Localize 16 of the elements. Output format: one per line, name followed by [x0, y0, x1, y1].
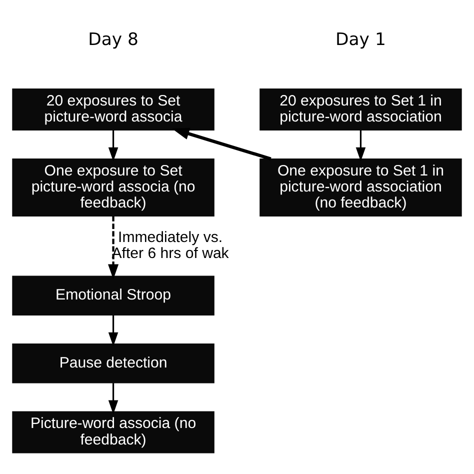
node-box: 20 exposures to Set picture-word associa — [12, 88, 214, 130]
arrow — [108, 216, 119, 280]
node-box: Emotional Stroop — [12, 276, 214, 316]
label: Day 8 — [88, 30, 138, 50]
arrow — [172, 128, 272, 160]
node-box: 20 exposures to Set 1 in picture-word association — [260, 88, 462, 130]
arrow — [108, 130, 118, 162]
arrow — [108, 383, 118, 414]
node-box: One exposure to Set 1 in picture-word association (no feedback) — [260, 158, 462, 217]
node-box: One exposure to Set picture-word associa (no feedback) — [12, 158, 214, 217]
arrow — [108, 315, 118, 346]
edge-label: Immediately vs. After 6 hrs of wak — [112, 229, 229, 262]
node-box: Pause detection — [12, 344, 214, 384]
arrow — [356, 130, 366, 162]
node-box: Picture-word associa (no feedback) — [12, 411, 214, 454]
label: Day 1 — [336, 30, 386, 50]
